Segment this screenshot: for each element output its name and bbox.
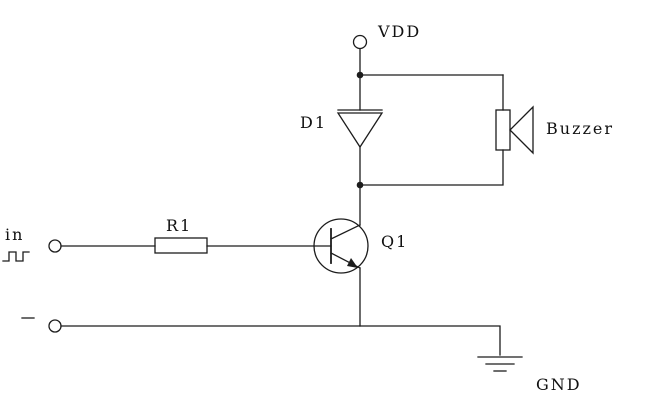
- return-terminal: [48, 319, 62, 333]
- wires: [21, 48, 504, 356]
- buzzer-cone: [509, 105, 534, 155]
- transistor-q1: Q1: [313, 218, 408, 274]
- junction-dots: [356, 71, 364, 189]
- input-terminal-circle: [48, 239, 62, 253]
- buzzer-body: [495, 109, 511, 151]
- diode-d1: D1: [300, 109, 384, 149]
- return-terminal-circle: [48, 319, 62, 333]
- vdd-label: VDD: [377, 22, 421, 41]
- buzzer-label: Buzzer: [546, 119, 614, 138]
- vdd-terminal: VDD: [352, 22, 421, 50]
- buzzer-bottom-wire: [359, 149, 504, 186]
- input-label: in: [5, 225, 24, 244]
- diode-triangle: [336, 112, 384, 149]
- resistor-body: [154, 237, 208, 254]
- ground-symbol: GND: [477, 356, 582, 394]
- input-terminal: in: [2, 225, 62, 262]
- diode-label: D1: [300, 113, 327, 132]
- vdd-terminal-circle: [352, 34, 368, 50]
- transistor-collector: [330, 224, 361, 240]
- resistor-label: R1: [166, 216, 192, 235]
- transistor-label: Q1: [381, 232, 408, 251]
- buzzer-symbol: Buzzer: [495, 105, 614, 155]
- transistor-circle: [313, 218, 369, 274]
- junction-dot-bottom: [356, 181, 364, 189]
- ground-label: GND: [536, 375, 582, 394]
- ground-rail-wire: [60, 325, 501, 356]
- pulse-waveform-icon: [2, 251, 30, 262]
- emitter-arrow: [347, 258, 358, 268]
- junction-dot-top: [356, 71, 364, 79]
- resistor-r1: R1: [154, 216, 208, 254]
